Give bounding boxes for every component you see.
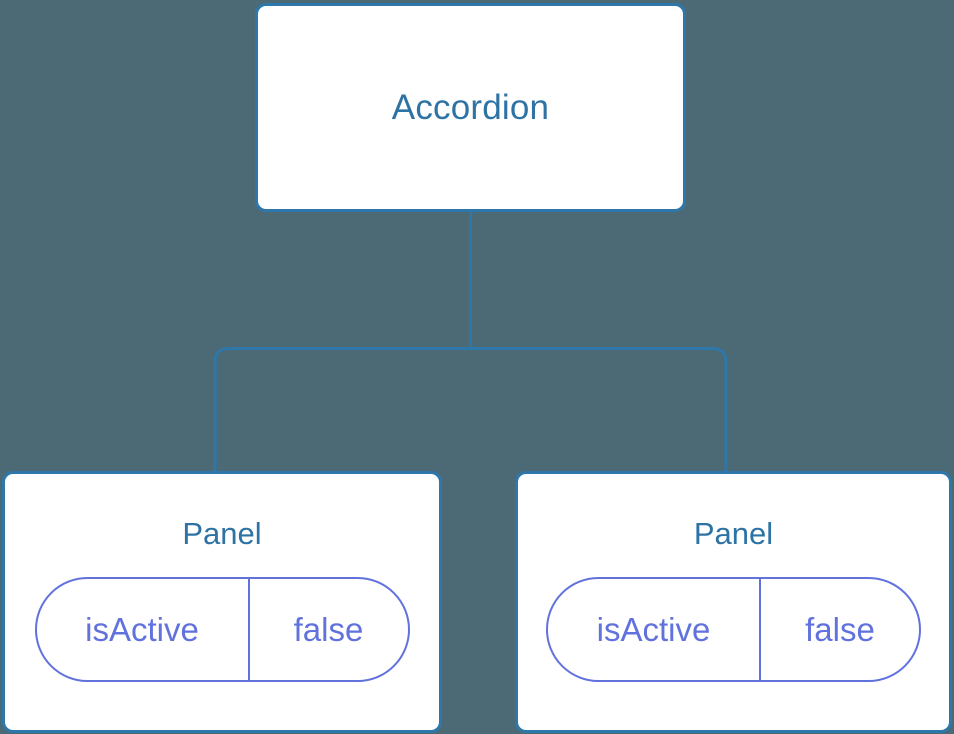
node-accordion[interactable]: Accordion <box>255 3 686 212</box>
state-pill-left[interactable]: isActive false <box>34 577 410 682</box>
node-accordion-label: Accordion <box>391 88 550 127</box>
node-panel-left-label: Panel <box>182 516 262 551</box>
state-pill-right-key: isActive <box>548 579 761 680</box>
state-pill-right-value: false <box>805 611 875 648</box>
node-panel-right-label: Panel <box>693 516 774 551</box>
node-panel-right[interactable]: Panel isActive false <box>515 471 952 733</box>
node-panel-left[interactable]: Panel isActive false <box>2 471 442 733</box>
state-pill-left-key: isActive <box>37 579 250 680</box>
state-pill-left-value: false <box>293 611 364 648</box>
state-pill-right[interactable]: isActive false <box>546 577 921 682</box>
connector-branch-right <box>470 347 728 473</box>
connector-branch-left <box>213 347 471 473</box>
